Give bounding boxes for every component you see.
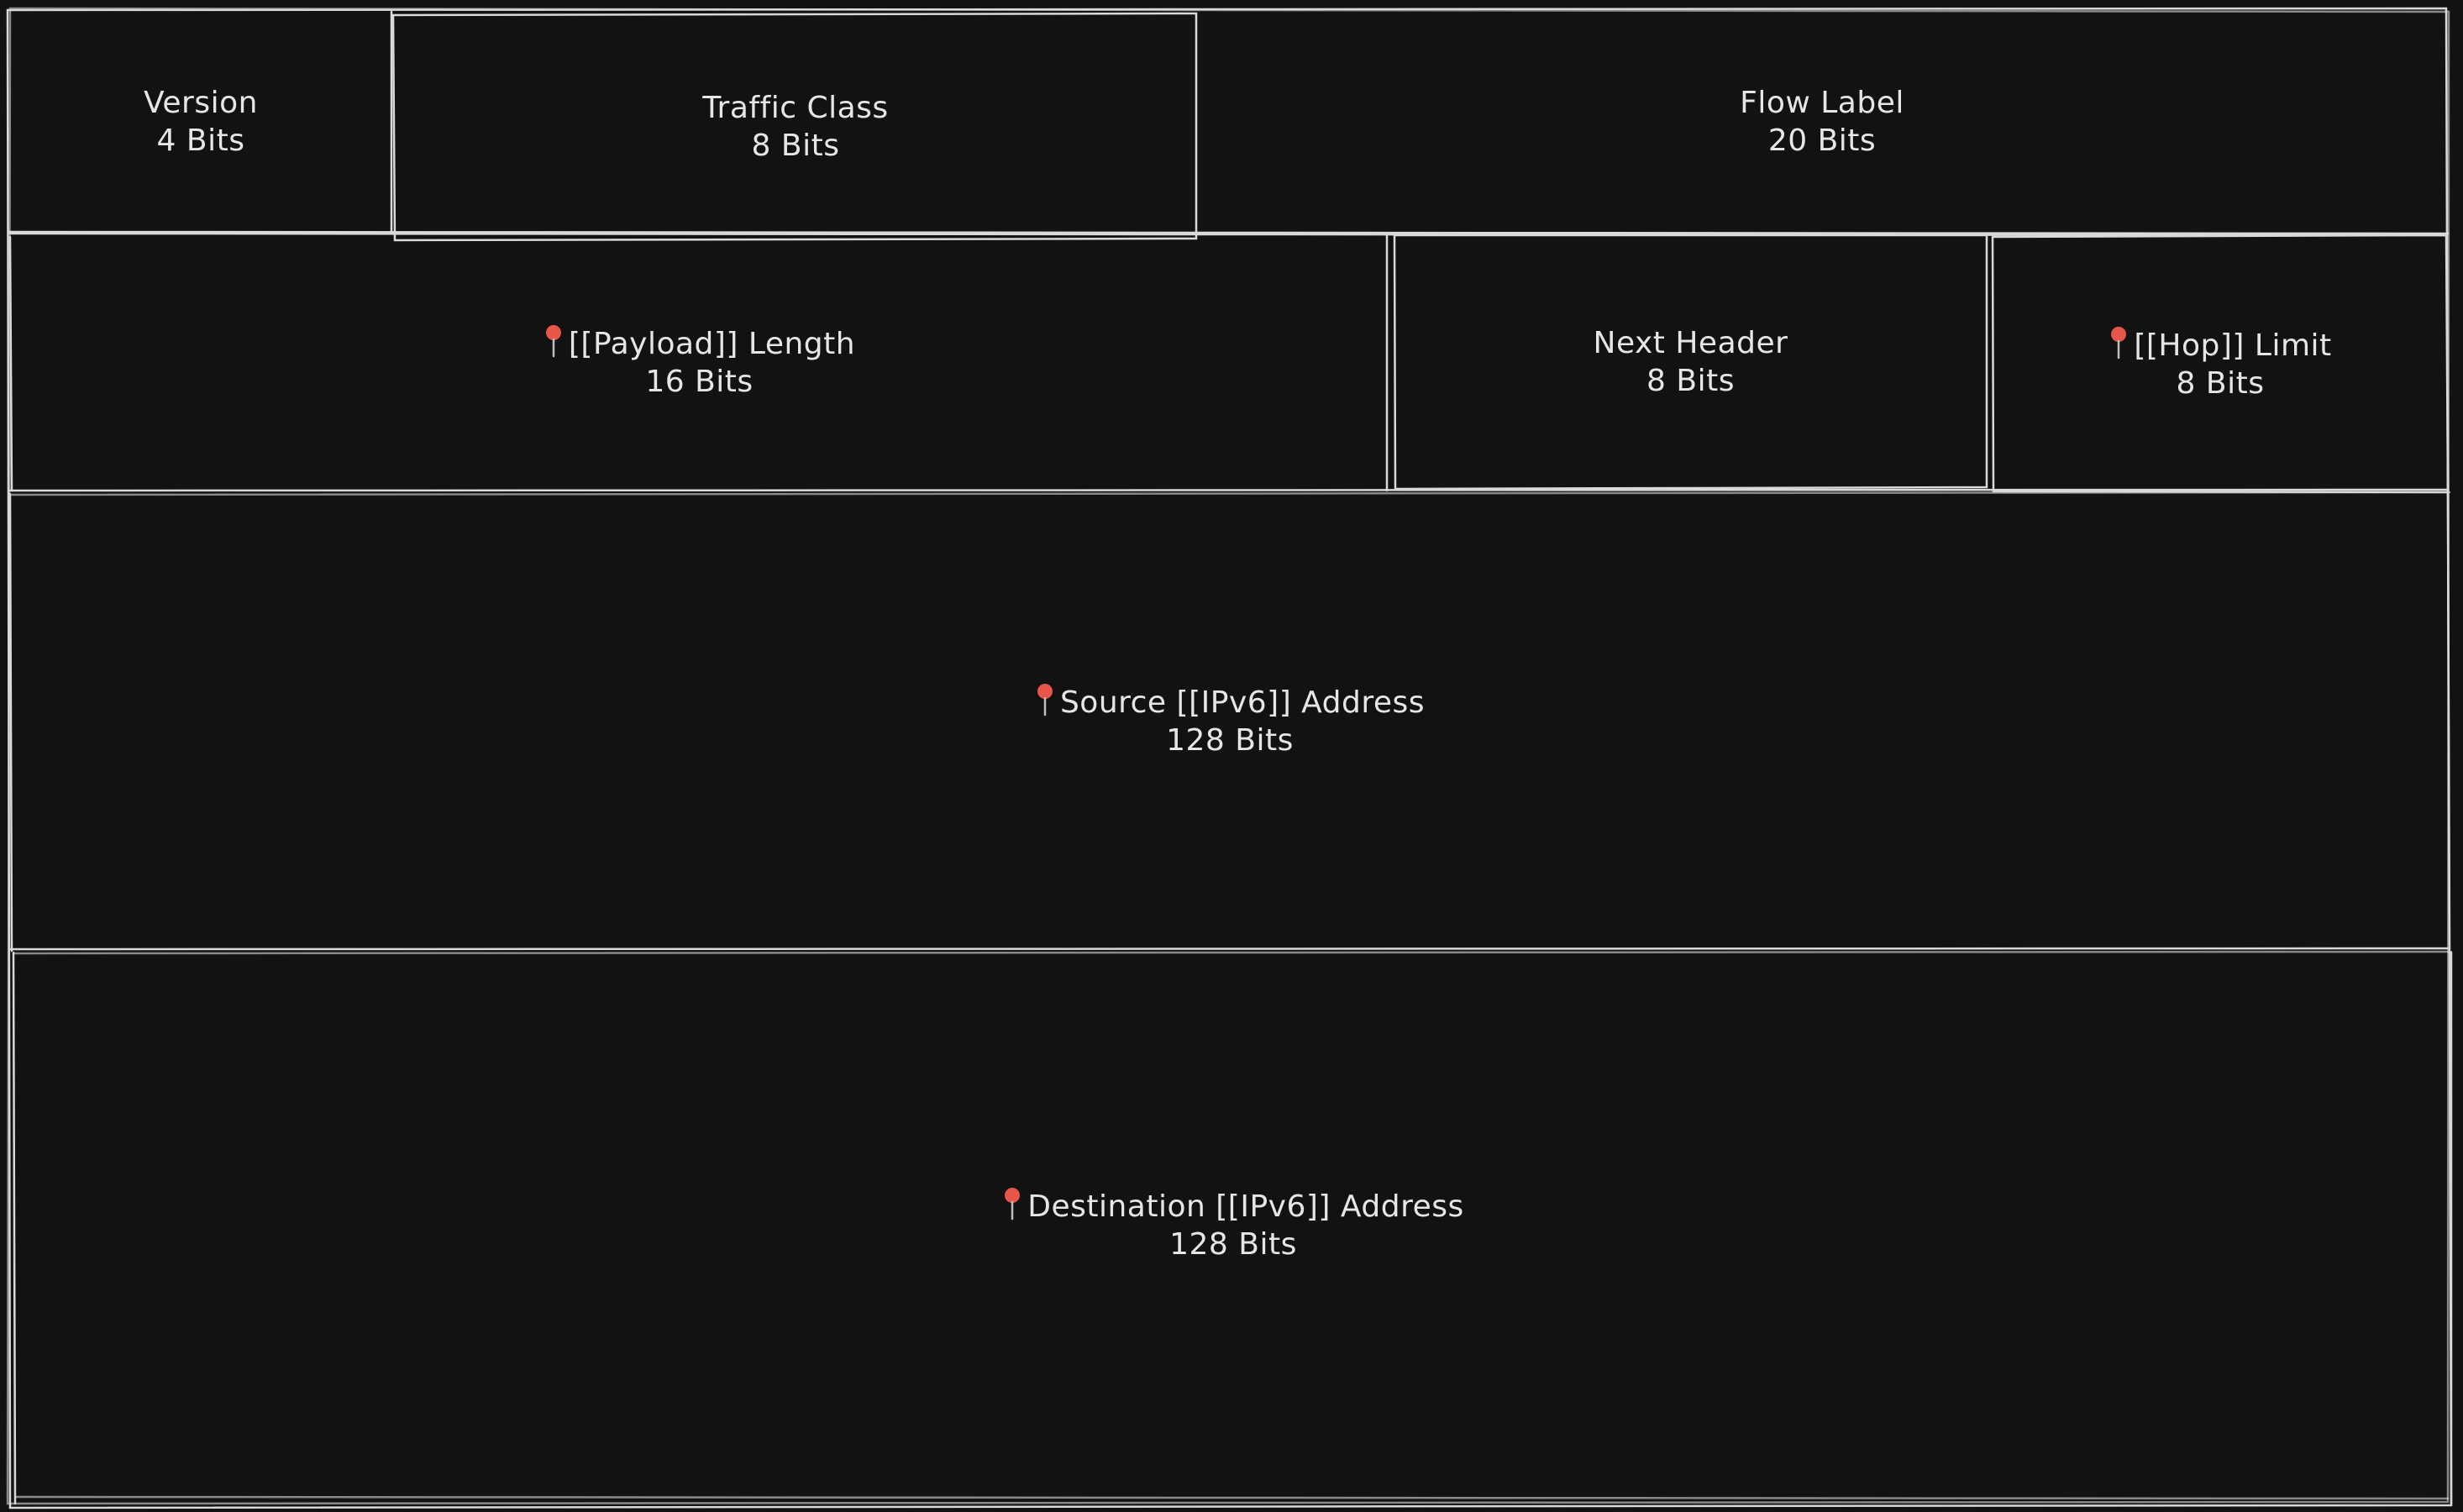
traffic-class-field: Traffic Class 8 Bits (395, 15, 1196, 239)
hop-limit-name: [[Hop]] Limit (2134, 328, 2332, 363)
flow-label-field: Flow Label 20 Bits (1198, 12, 2446, 232)
version-name: Version (144, 86, 258, 120)
payload-length-name: [[Payload]] Length (568, 327, 856, 361)
hop-limit-field: [[Hop]] Limit 8 Bits (1993, 237, 2448, 492)
next-header-name: Next Header (1593, 326, 1788, 360)
source-address-name: Source [[IPv6]] Address (1059, 685, 1426, 720)
source-address-field: Source [[IPv6]] Address 128 Bits (12, 494, 2448, 949)
destination-address-field: Destination [[IPv6]] Address 128 Bits (15, 953, 2451, 1499)
pushpin-icon (1037, 683, 1053, 716)
hop-limit-bits: 8 Bits (2176, 366, 2265, 401)
version-field: Version 4 Bits (10, 12, 391, 232)
flow-label-bits: 20 Bits (1767, 123, 1877, 158)
payload-length-field: [[Payload]] Length 16 Bits (12, 235, 1387, 491)
destination-address-name: Destination [[IPv6]] Address (1027, 1189, 1464, 1224)
flow-label-name: Flow Label (1740, 86, 1904, 120)
source-address-bits: 128 Bits (1166, 723, 1294, 758)
payload-length-bits: 16 Bits (645, 365, 754, 399)
traffic-class-bits: 8 Bits (751, 129, 840, 163)
pushpin-icon (1005, 1187, 1021, 1220)
pushpin-icon (2111, 326, 2127, 359)
pushpin-icon (545, 324, 561, 357)
next-header-field: Next Header 8 Bits (1394, 235, 1987, 489)
destination-address-bits: 128 Bits (1169, 1227, 1297, 1262)
version-bits: 4 Bits (156, 123, 245, 158)
next-header-bits: 8 Bits (1646, 364, 1735, 398)
traffic-class-name: Traffic Class (702, 91, 889, 125)
